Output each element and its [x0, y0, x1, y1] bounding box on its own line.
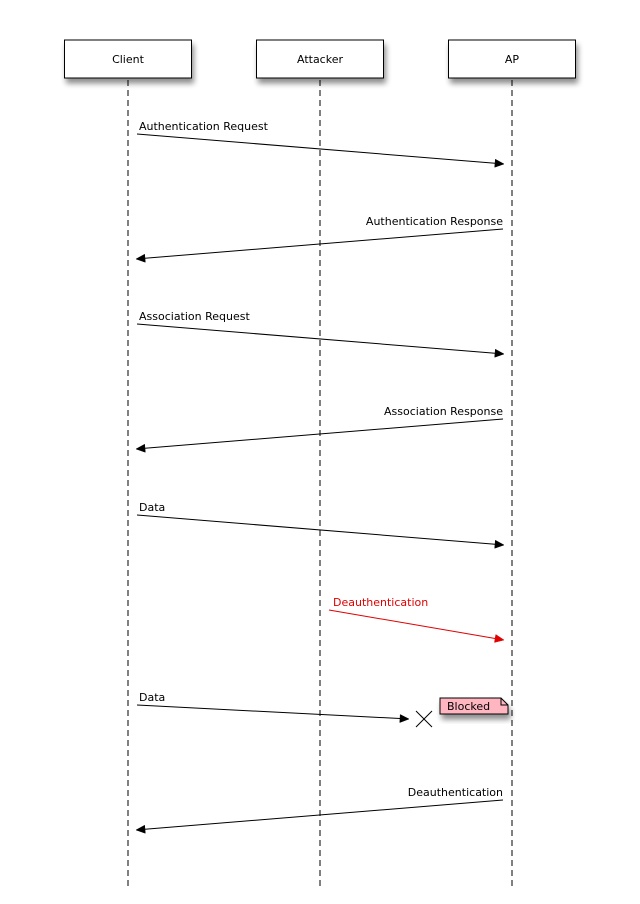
message-label: Deauthentication: [408, 786, 503, 799]
message-arrow-line: [328, 609, 496, 639]
actor-label-client: Client: [112, 53, 145, 66]
message-8: Deauthentication: [135, 786, 504, 834]
actor-box-attacker: [256, 39, 384, 79]
blocked-cross-icon: [415, 710, 433, 728]
message-arrow-line: [144, 228, 504, 259]
note-box: [439, 697, 509, 715]
actor-attacker: Attacker: [256, 39, 384, 79]
notes: Blocked: [439, 697, 509, 715]
actors: Client Attacker AP: [64, 39, 576, 79]
message-arrowhead: [494, 158, 505, 168]
message-label: Authentication Request: [139, 120, 269, 133]
message-arrow-line: [136, 133, 496, 164]
message-label: Association Response: [384, 405, 503, 418]
note-label: Blocked: [447, 700, 490, 713]
actor-ap: AP: [448, 39, 576, 79]
note-fold: [500, 698, 508, 706]
message-label: Deauthentication: [333, 596, 428, 609]
message-7: Data: [136, 691, 433, 728]
actor-label-attacker: Attacker: [297, 53, 343, 66]
message-arrow-line: [144, 799, 504, 830]
message-arrowhead: [135, 443, 146, 453]
message-label: Data: [139, 691, 165, 704]
message-arrow-line: [136, 704, 401, 720]
message-2: Authentication Response: [135, 215, 504, 263]
actor-box-ap: [448, 39, 576, 79]
message-arrowhead: [135, 253, 146, 263]
actor-label-ap: AP: [505, 53, 520, 66]
message-4: Association Response: [135, 405, 504, 453]
actor-box-client: [64, 39, 192, 79]
message-arrow-line: [144, 418, 504, 449]
message-arrowhead: [494, 634, 505, 643]
message-arrow-line: [136, 323, 496, 354]
message-arrowhead: [494, 539, 505, 549]
message-arrow-line: [136, 514, 496, 545]
message-3: Association Request: [136, 310, 505, 358]
message-6: Deauthentication: [328, 596, 505, 643]
message-5: Data: [136, 501, 505, 549]
message-label: Authentication Response: [366, 215, 503, 228]
blocked-note: Blocked: [439, 697, 509, 715]
message-label: Data: [139, 501, 165, 514]
message-1: Authentication Request: [136, 120, 505, 168]
lifelines: [127, 80, 513, 890]
message-arrowhead: [494, 348, 505, 358]
message-arrowhead: [135, 824, 146, 834]
message-arrowhead: [399, 714, 410, 723]
message-label: Association Request: [139, 310, 250, 323]
actor-client: Client: [64, 39, 192, 79]
